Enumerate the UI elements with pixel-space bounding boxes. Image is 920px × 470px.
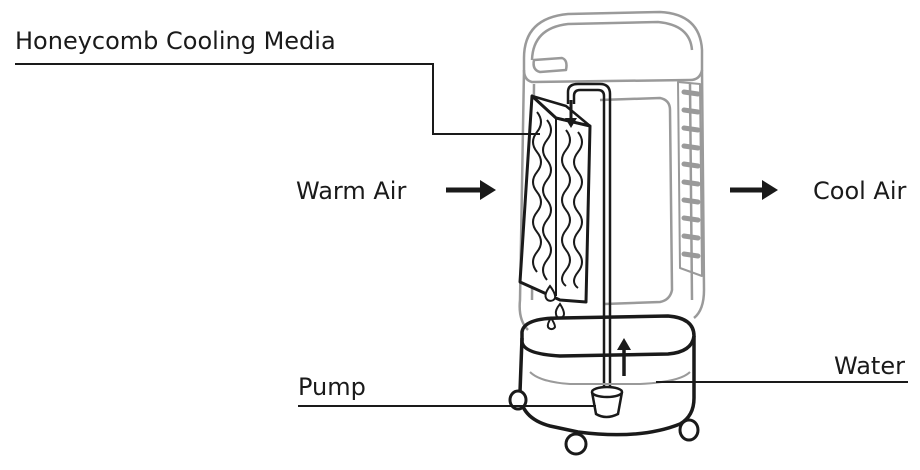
pump-label: Pump [298, 373, 366, 401]
cooler-top-inner [530, 20, 694, 61]
tank-body [518, 336, 696, 437]
vent-louvre [681, 179, 701, 187]
flow-up-arrow-head [617, 338, 631, 350]
flow-up-arrow [617, 338, 631, 376]
warm-air-label: Warm Air [296, 177, 406, 205]
tube-inner [572, 88, 606, 388]
callout-lines [15, 63, 908, 407]
vent-louvre [681, 107, 701, 115]
droplet-icon [554, 302, 566, 319]
warm-air-arrow-head [480, 180, 496, 200]
honeycomb-cooling-media-label: Honeycomb Cooling Media [15, 27, 336, 55]
cooler-outline [518, 69, 706, 331]
vent-louvre [681, 251, 701, 259]
wheel-center [564, 432, 588, 456]
pump-cup [590, 385, 624, 419]
cooler-handle [532, 56, 568, 74]
cool-air-label: Cool Air [813, 177, 907, 205]
wheels [508, 389, 700, 456]
droplet-icon [546, 316, 557, 331]
drip-arrow [565, 100, 577, 128]
droplet-icon [544, 284, 557, 302]
vent-frame [677, 81, 703, 277]
pump-cup-body [590, 391, 624, 419]
wheel-left [508, 389, 528, 411]
channel-wave [573, 131, 583, 289]
drip-arrow-head [565, 118, 577, 128]
channel-wave [532, 111, 542, 273]
vent-louvre [681, 143, 701, 151]
vent-louvre [681, 161, 701, 169]
honeycomb-top-face [530, 94, 592, 128]
vent-louvre [681, 125, 701, 133]
pump-tube [566, 82, 612, 388]
pump-cup-rim [590, 385, 624, 399]
vent-louvre [681, 197, 701, 205]
channel-wave [542, 119, 552, 281]
vent-louvres [681, 89, 701, 259]
channel-wave [561, 129, 571, 287]
cool-air-arrow [730, 180, 778, 200]
cooler-top-cap [522, 10, 704, 84]
vent-louvre [681, 215, 701, 223]
cooler-inner-panel [599, 96, 674, 306]
wheel-right [678, 418, 700, 442]
honeycomb-channels [532, 111, 583, 289]
vent-louvre [681, 89, 701, 97]
honeycomb-callout-line [15, 63, 540, 135]
cool-air-arrow-head [762, 180, 778, 200]
water-label: Water [834, 352, 905, 380]
vent-louvre [681, 233, 701, 241]
warm-air-arrow [446, 180, 496, 200]
tube-outer [566, 82, 612, 388]
water-tank [518, 314, 696, 437]
water-level [529, 371, 691, 385]
